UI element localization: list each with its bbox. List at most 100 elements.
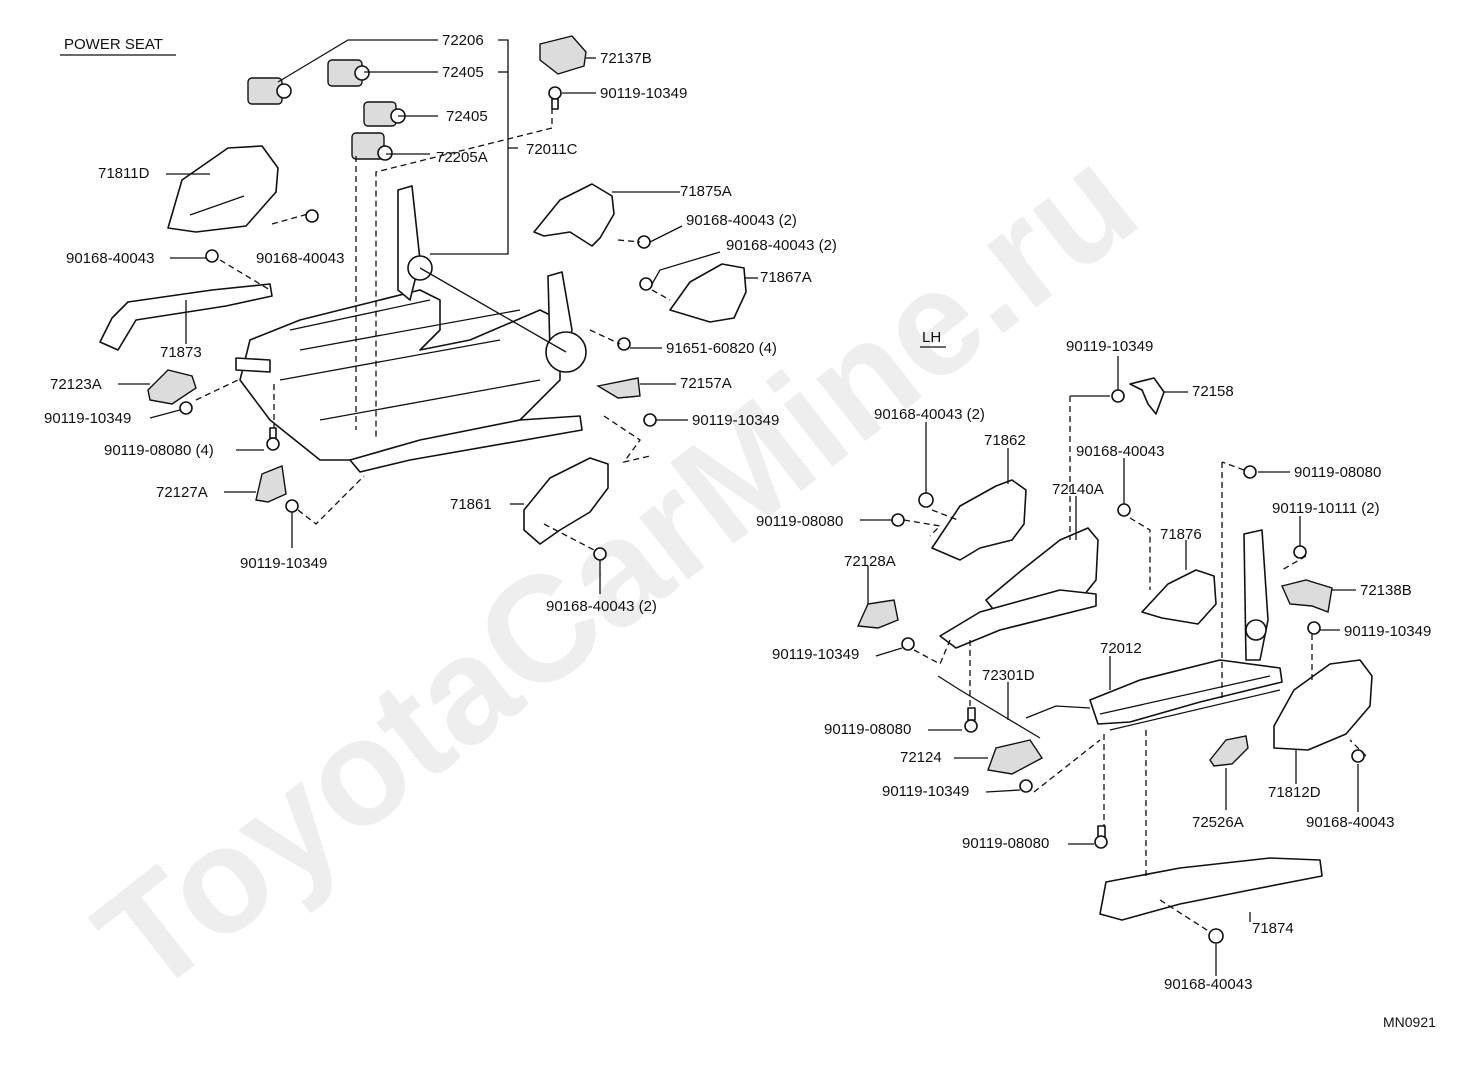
bolt-90119-10111 [1293,545,1307,559]
part-72526a [1209,735,1249,767]
label-90119-10349-right: 90119-10349 [692,412,779,429]
left-assembly [99,35,758,594]
cover-71867a [669,263,747,323]
part-72138b [1281,579,1333,613]
cover-71876 [1141,569,1217,625]
slide-frame-lh [939,589,1097,649]
seat-track-72012 [1089,659,1283,725]
label-72158: 72158 [1192,383,1234,400]
cover-71811d [167,145,279,233]
bracket-71875a [533,183,615,247]
label-90119-10349-top: 90119-10349 [600,85,687,102]
label-90119-08080-lh-a: 90119-08080 [756,513,843,530]
label-90119-10349-lh-top: 90119-10349 [1066,338,1153,355]
label-90119-10349-lh-right: 90119-10349 [1344,623,1431,640]
part-labels: 72206 72405 72405 72205A 72011C 72137B 9… [44,32,1431,993]
motor-72405-b [363,101,406,127]
label-71811d: 71811D [98,165,150,182]
part-72157a [596,377,641,399]
label-91651-60820: 91651-60820 (4) [666,340,777,357]
bolt-90119-10349-lh-right [1307,621,1321,635]
bolt-90119-08080-lh-a [891,513,905,527]
label-72011c: 72011C [526,141,578,158]
label-72123a: 72123A [50,376,102,393]
bolt-90119-08080-lh-c [964,707,978,733]
label-90168-40043-2c: 90168-40043 (2) [546,598,657,615]
label-72128a: 72128A [844,553,896,570]
bolt-90119-10349-lh-top [1111,389,1125,403]
label-90119-10349-left: 90119-10349 [44,410,131,427]
screw-90168-40043-lh-bottom [1208,928,1224,944]
label-90119-08080-lh-d: 90119-08080 [962,835,1049,852]
label-90168-40043-lh-right: 90168-40043 [1306,814,1394,831]
label-90168-40043-lh-bottom: 90168-40043 [1164,976,1252,993]
recliner-arm-left [397,185,421,301]
label-90168-40043-left: 90168-40043 [66,250,154,267]
label-72206: 72206 [442,32,484,49]
slide-bracket [235,357,271,373]
label-72157a: 72157A [680,375,732,392]
cable-72301d [937,675,1041,739]
cover-71812d [1273,659,1373,751]
part-72124 [987,739,1044,775]
motor-72405-a [327,59,370,87]
part-72128a [856,599,899,629]
label-71875a: 71875A [680,183,732,200]
bolt-90119-10349-lh-bottom [1019,779,1033,793]
bolt-90119-10349-right [643,413,657,427]
label-72405-a: 72405 [442,64,484,81]
label-90168-40043-2b: 90168-40043 (2) [726,237,837,254]
rail-cover-71873 [99,283,273,351]
bolt-90119-10349-top [548,86,562,110]
label-72405-b: 72405 [446,108,488,125]
label-90119-10349-lh-left: 90119-10349 [772,646,859,663]
cover-71861 [523,457,609,545]
screw-90168-40043-cover [305,209,319,223]
right-assembly [856,356,1373,976]
part-72127a [255,465,287,503]
rail-cover-71874 [1099,857,1323,921]
label-71873: 71873 [160,344,202,361]
section-label: LH [922,329,941,346]
screw-90168-40043-2-lh [918,492,934,508]
bolt-90119-10349-lh-left [901,637,915,651]
bolt-90119-08080-lh-d [1094,825,1108,849]
screw-90168-40043-2b [639,277,653,291]
label-90168-40043-center: 90168-40043 [256,250,344,267]
label-90119-08080-4: 90119-08080 (4) [104,442,214,459]
bolt-90119-08080-lh-b [1243,465,1257,479]
label-71812d: 71812D [1268,784,1321,801]
label-72526a: 72526A [1192,814,1244,831]
slide-rail [349,415,583,473]
part-72123a [147,369,197,405]
bolt-91651-60820 [617,337,631,351]
label-72127a: 72127A [156,484,208,501]
diagram-code: MN0921 [1383,1014,1436,1030]
bolt-90119-10349-left [179,401,193,415]
bolt-90119-10349-bottom [285,499,299,513]
bracket-71862 [931,479,1027,561]
label-71862: 71862 [984,432,1026,449]
clip-72137b [539,35,587,75]
label-90119-10111: 90119-10111 (2) [1272,500,1380,517]
label-72012: 72012 [1100,640,1142,657]
watermark: ToyotaCarMine.ru [66,115,1165,1026]
label-72138b: 72138B [1360,582,1412,599]
screw-90168-40043-left [205,249,219,263]
label-71867a: 71867A [760,269,812,286]
label-71861: 71861 [450,496,492,513]
bolt-90119-08080-4 [266,427,280,451]
label-71874: 71874 [1252,920,1294,937]
label-72124: 72124 [900,749,942,766]
label-90119-10349-bottom: 90119-10349 [240,555,327,572]
label-90168-40043-lh: 90168-40043 [1076,443,1164,460]
label-90168-40043-2a: 90168-40043 (2) [686,212,797,229]
label-72205a: 72205A [436,149,488,166]
part-72158 [1129,377,1165,415]
screw-90168-40043-lh-right [1351,749,1365,763]
diagram-title: POWER SEAT [64,36,163,53]
label-90119-08080-lh-b: 90119-08080 [1294,464,1381,481]
label-72301d: 72301D [982,667,1035,684]
label-90168-40043-2-lh: 90168-40043 (2) [874,406,985,423]
